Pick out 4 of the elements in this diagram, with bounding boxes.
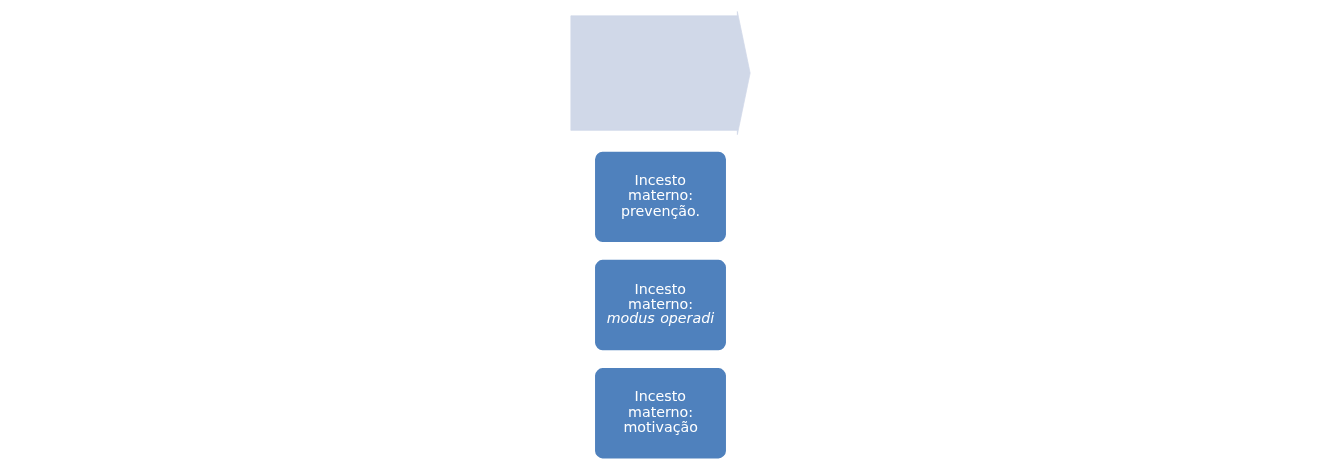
- node-arrow: [570, 11, 751, 135]
- node-box: Incesto materno: modus operadi: [592, 257, 729, 353]
- node-box: Incesto materno: motivação: [592, 365, 729, 461]
- node-box: Incesto materno: prevenção.: [592, 149, 729, 245]
